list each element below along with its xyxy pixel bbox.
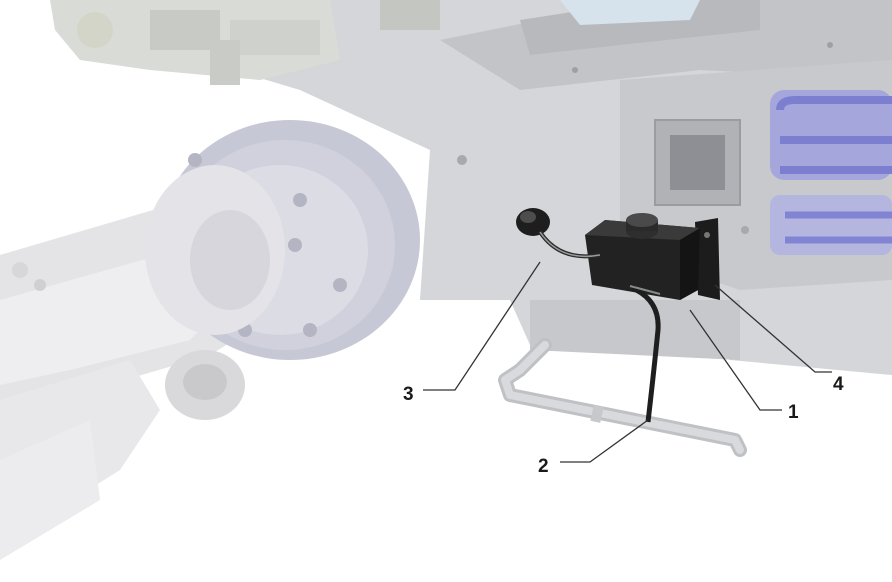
leader-line-1 <box>689 309 782 411</box>
blue-cooler-element <box>770 90 892 255</box>
callout-label-1: 1 <box>788 402 799 423</box>
hydraulic-pipe <box>498 338 747 457</box>
leader-line-2 <box>560 419 649 463</box>
sensor-assembly <box>516 208 720 423</box>
leader-line-4 <box>714 284 832 373</box>
linkage-mechanism <box>50 0 440 85</box>
mounting-bracket <box>695 218 720 300</box>
callout-label-3: 3 <box>403 384 414 405</box>
sensor-cable <box>630 285 661 423</box>
wheel-hub-flange <box>145 120 420 360</box>
callout-label-2: 2 <box>538 456 549 477</box>
rubber-plug <box>516 208 550 236</box>
leader-line-3 <box>423 261 541 391</box>
sensor-housing <box>585 213 700 300</box>
callout-label-4: 4 <box>833 374 844 395</box>
leader-lines <box>423 261 832 463</box>
